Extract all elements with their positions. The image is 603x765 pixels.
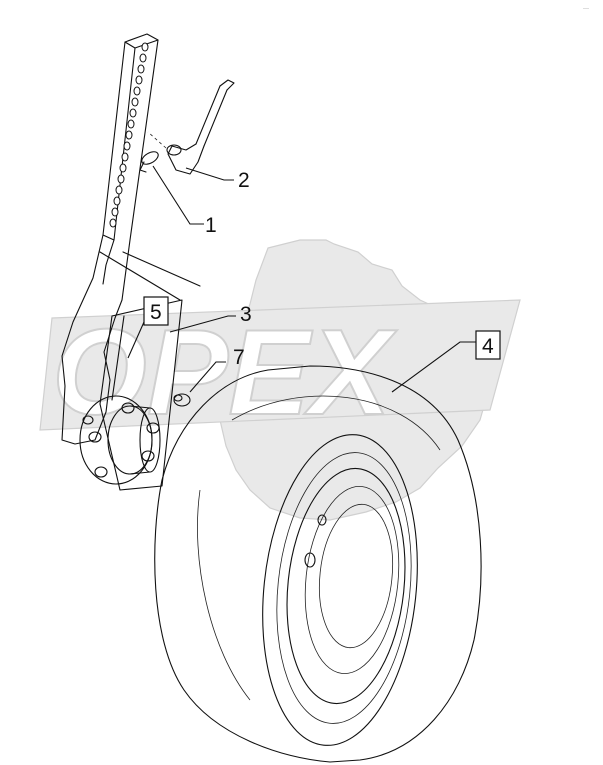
callout-5: 5 bbox=[143, 296, 169, 326]
wheel-hub bbox=[79, 395, 161, 485]
grease-nipple bbox=[173, 393, 191, 407]
watermark-text: OPEX bbox=[52, 304, 398, 440]
mounting-plate bbox=[99, 299, 183, 491]
svg-text:1: 1 bbox=[205, 214, 217, 237]
callout-7: 7 bbox=[233, 346, 245, 369]
corner-mark: … bbox=[583, 4, 589, 11]
linch-clip bbox=[139, 151, 159, 173]
callout-1: 1 bbox=[205, 214, 217, 237]
svg-text:7: 7 bbox=[233, 346, 245, 369]
hub-nuts bbox=[82, 402, 160, 478]
svg-text:5: 5 bbox=[150, 301, 162, 324]
svg-text:2: 2 bbox=[238, 169, 250, 192]
callout-2: 2 bbox=[238, 169, 250, 192]
locking-pin bbox=[147, 79, 235, 175]
adjustment-post bbox=[61, 33, 201, 445]
svg-text:4: 4 bbox=[482, 335, 494, 358]
leader-1 bbox=[152, 165, 204, 225]
watermark-bar bbox=[39, 299, 521, 431]
leader-3 bbox=[169, 315, 236, 333]
leader-4 bbox=[391, 341, 476, 393]
callout-3: 3 bbox=[240, 303, 252, 326]
leader-5 bbox=[127, 321, 145, 359]
leader-2 bbox=[185, 167, 234, 181]
svg-text:3: 3 bbox=[240, 303, 252, 326]
leader-lines bbox=[127, 165, 476, 393]
watermark: OPEX bbox=[39, 239, 521, 521]
leader-7 bbox=[189, 361, 226, 393]
wheel bbox=[154, 365, 482, 763]
callout-4: 4 bbox=[475, 330, 501, 360]
adjustment-holes bbox=[109, 42, 149, 228]
